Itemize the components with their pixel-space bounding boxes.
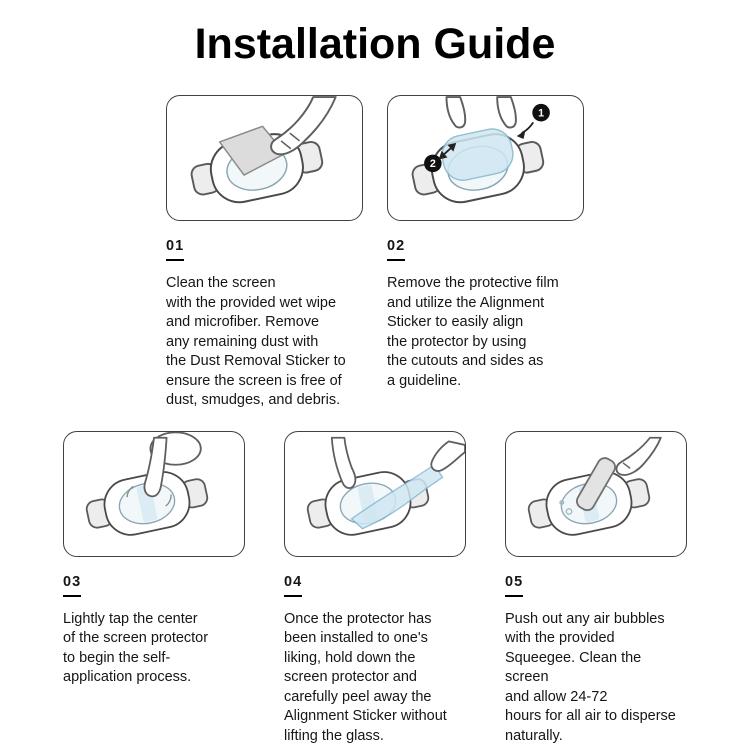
align-protector-illustration-icon: 1 2 bbox=[411, 96, 550, 204]
step-number-label: 05 bbox=[505, 574, 524, 597]
curved-arrow-icon bbox=[521, 121, 535, 134]
step-04: 04 Once the protector has been installed… bbox=[284, 430, 466, 747]
step-03: 03 Lightly tap the center of the screen … bbox=[63, 430, 245, 688]
svg-text:2: 2 bbox=[430, 158, 436, 170]
watch-icon bbox=[85, 470, 209, 536]
step-02-illustration-box: 1 2 bbox=[387, 95, 584, 221]
step-number-label: 04 bbox=[284, 574, 303, 597]
step-number: 02 bbox=[387, 237, 584, 261]
page-title: Installation Guide bbox=[194, 20, 556, 68]
left-hand-icon bbox=[445, 96, 467, 129]
squeegee-icon bbox=[575, 456, 617, 511]
step-number: 03 bbox=[63, 573, 245, 597]
step-number: 01 bbox=[166, 237, 363, 261]
step-number: 05 bbox=[505, 573, 687, 597]
tapping-hand-icon bbox=[143, 431, 202, 497]
hand-icon bbox=[270, 96, 337, 156]
peel-sticker-illustration-icon bbox=[306, 436, 465, 536]
step-01: 01 Clean the screen with the provided we… bbox=[166, 95, 363, 411]
step-04-illustration-box bbox=[284, 430, 466, 557]
holding-finger-icon bbox=[330, 436, 357, 489]
hand-icon bbox=[615, 436, 662, 476]
step-text: Clean the screen with the provided wet w… bbox=[166, 275, 346, 408]
step-05: 05 Push out any air bubbles with the pro… bbox=[505, 430, 687, 747]
step-05-illustration-box bbox=[505, 430, 687, 557]
step-text: Once the protector has been installed to… bbox=[284, 610, 447, 744]
step-text: Push out any air bubbles with the provid… bbox=[505, 610, 676, 744]
step-number-label: 02 bbox=[387, 238, 406, 261]
step-number-label: 01 bbox=[166, 238, 185, 261]
protector-film-icon bbox=[441, 128, 514, 181]
alignment-sticker-icon bbox=[350, 463, 444, 529]
step-badge-2-icon: 2 bbox=[424, 154, 442, 173]
squeegee-illustration-icon bbox=[527, 436, 662, 536]
step-03-illustration-box bbox=[63, 430, 245, 557]
step-number: 04 bbox=[284, 573, 466, 597]
step-badge-1-icon: 1 bbox=[532, 103, 550, 122]
svg-text:1: 1 bbox=[538, 108, 544, 120]
step-text: Lightly tap the center of the screen pro… bbox=[63, 610, 209, 686]
steps-row-1: 01 Clean the screen with the provided we… bbox=[0, 95, 750, 411]
steps-row-2: 03 Lightly tap the center of the screen … bbox=[0, 430, 750, 747]
step-text: Remove the protective film and utilize t… bbox=[387, 275, 559, 389]
watch-icon bbox=[306, 470, 430, 536]
clean-screen-illustration-icon bbox=[190, 96, 337, 204]
right-hand-icon bbox=[496, 96, 517, 129]
tap-center-illustration-icon bbox=[85, 431, 209, 536]
step-number-label: 03 bbox=[63, 574, 82, 597]
step-02: 1 2 02 Remove the protective film and ut… bbox=[387, 95, 584, 391]
peeling-hand-icon bbox=[430, 439, 465, 472]
step-01-illustration-box bbox=[166, 95, 363, 221]
